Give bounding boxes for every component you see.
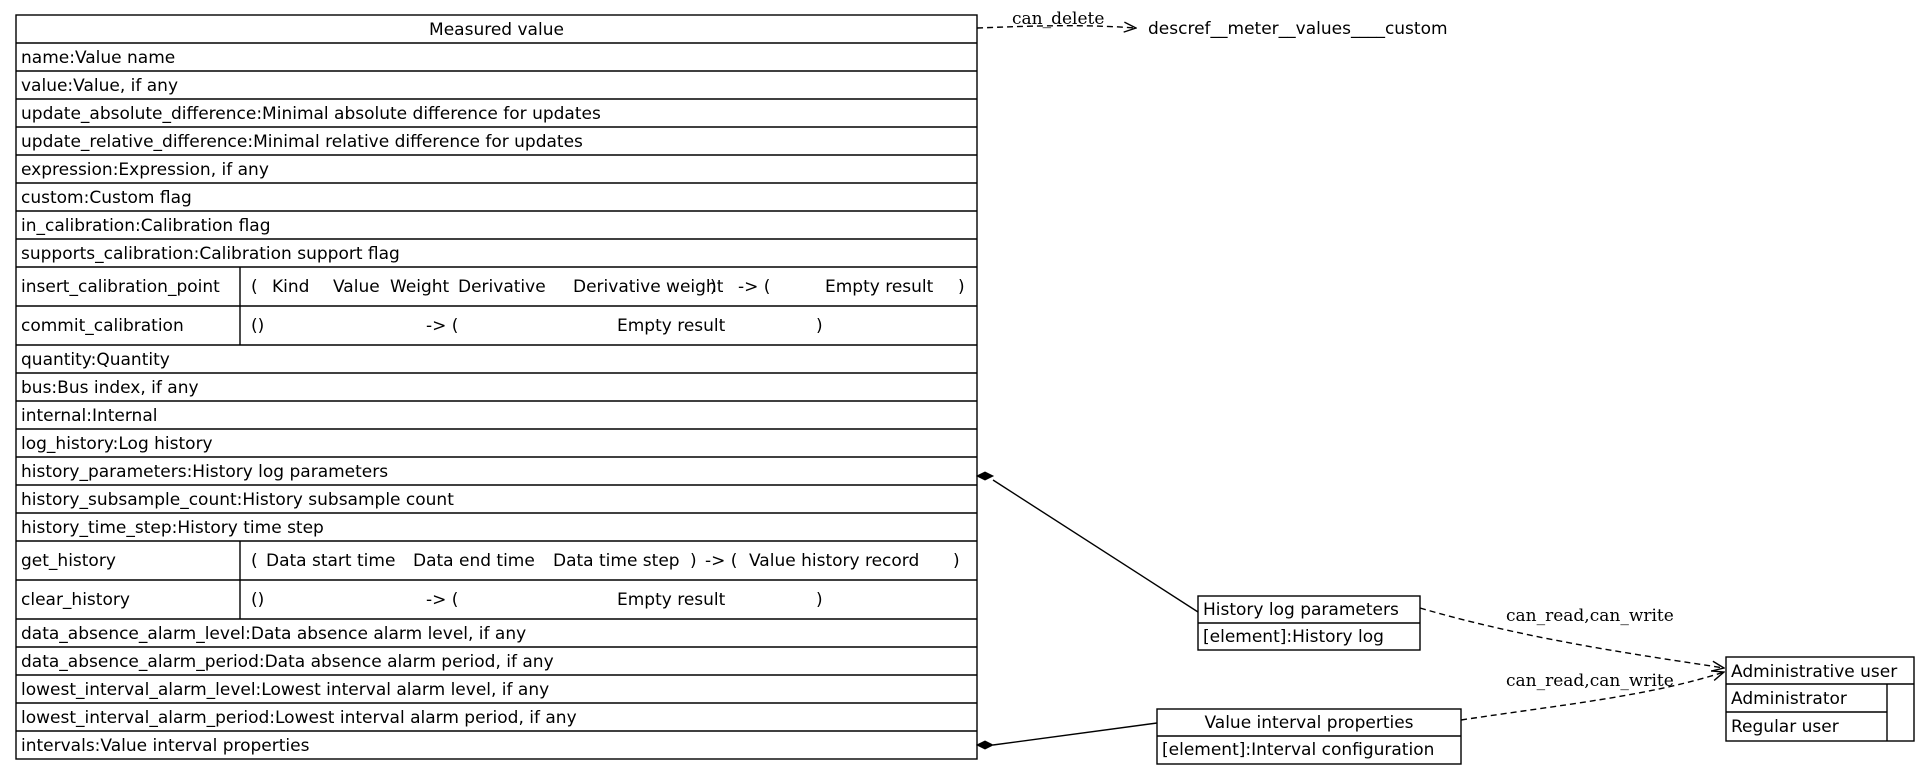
method-signature-cell: ) <box>958 277 965 297</box>
composition-diamond-icon <box>975 740 995 750</box>
attribute-row: custom:Custom flag <box>21 188 192 208</box>
value-interval-properties-class[interactable]: Value interval properties [element]:Inte… <box>1156 708 1462 765</box>
method-signature-cell: Derivative weight <box>573 277 724 297</box>
attribute-row: history_time_step:History time step <box>21 518 324 538</box>
value-interval-properties-row: [element]:Interval configuration <box>1162 740 1434 760</box>
attribute-row: history_subsample_count:History subsampl… <box>21 490 454 510</box>
attribute-row: update_relative_difference:Minimal relat… <box>21 132 583 152</box>
method-signature-cell: Empty result <box>825 277 934 297</box>
attribute-row: log_history:Log history <box>21 434 213 454</box>
method-signature-cell: -> ( <box>738 277 770 297</box>
method-signature-cell: ( <box>251 551 258 571</box>
method-signature-cell: Value <box>333 277 380 297</box>
history-log-parameters-class[interactable]: History log parameters [element]:History… <box>1197 595 1421 651</box>
method-signature-cell: Kind <box>272 277 309 297</box>
method-signature-cell: -> ( <box>426 316 458 336</box>
measured-value-class[interactable]: Measured value name:Value name value:Value… <box>15 14 978 760</box>
method-name: clear_history <box>21 590 130 610</box>
attribute-row: data_absence_alarm_level:Data absence al… <box>21 624 526 644</box>
method-signature-cell: Derivative <box>458 277 546 297</box>
administrative-user-row: Regular user <box>1731 717 1839 737</box>
method-signature-cell: -> ( <box>426 590 458 610</box>
method-signature-cell: ) <box>816 590 823 610</box>
attribute-row: lowest_interval_alarm_level:Lowest inter… <box>21 680 549 700</box>
method-signature-cell: ) <box>816 316 823 336</box>
attribute-row: data_absence_alarm_period:Data absence a… <box>21 652 554 672</box>
attribute-row: bus:Bus index, if any <box>21 378 199 398</box>
history-to-admin-edge: can_read,can_write <box>1419 606 1724 668</box>
attribute-row: name:Value name <box>21 48 175 68</box>
history-parameters-composition-edge <box>975 471 1199 613</box>
administrative-user-title: Administrative user <box>1731 662 1897 682</box>
value-interval-properties-title: Value interval properties <box>1204 713 1413 733</box>
attribute-row: value:Value, if any <box>21 76 178 96</box>
can-delete-label: can_delete <box>1012 9 1104 29</box>
method-signature-cell: Data start time <box>266 551 395 571</box>
method-signature-cell: Empty result <box>617 590 726 610</box>
measured-value-title: Measured value <box>429 20 564 40</box>
administrative-user-class[interactable]: Administrative user Administrator Regula… <box>1725 656 1915 742</box>
attribute-row: history_parameters:History log parameter… <box>21 462 388 482</box>
method-signature-cell: Weight <box>390 277 450 297</box>
administrative-user-row: Administrator <box>1731 689 1847 709</box>
can-delete-edge: can_delete <box>976 9 1136 29</box>
interval-to-admin-label: can_read,can_write <box>1506 671 1674 691</box>
attribute-row: update_absolute_difference:Minimal absol… <box>21 104 601 124</box>
method-signature-cell: () <box>251 590 264 610</box>
method-signature-cell: ( <box>251 277 258 297</box>
method-signature-cell: ) <box>710 277 717 297</box>
method-signature-cell: () <box>251 316 264 336</box>
descref-label: descref__meter__values____custom <box>1148 19 1448 39</box>
attribute-row: supports_calibration:Calibration support… <box>21 244 400 264</box>
interval-to-admin-edge: can_read,can_write <box>1460 671 1724 721</box>
method-signature-cell: Value history record <box>749 551 919 571</box>
method-signature-cell: -> ( <box>705 551 737 571</box>
method-signature-cell: Data end time <box>413 551 535 571</box>
method-name: insert_calibration_point <box>21 277 220 297</box>
attribute-row: intervals:Value interval properties <box>21 736 310 756</box>
attribute-row: internal:Internal <box>21 406 157 426</box>
composition-diamond-icon <box>975 471 995 481</box>
attribute-row: lowest_interval_alarm_period:Lowest inte… <box>21 708 577 728</box>
attribute-row: expression:Expression, if any <box>21 160 269 180</box>
method-name: commit_calibration <box>21 316 184 336</box>
method-name: get_history <box>21 551 116 571</box>
history-log-parameters-row: [element]:History log <box>1203 627 1384 647</box>
method-signature-cell: ) <box>953 551 960 571</box>
attribute-row: quantity:Quantity <box>21 350 170 370</box>
intervals-composition-edge <box>975 722 1158 750</box>
attribute-row: in_calibration:Calibration flag <box>21 216 271 236</box>
method-signature-cell: Empty result <box>617 316 726 336</box>
method-signature-cell: ) <box>690 551 697 571</box>
history-log-parameters-title: History log parameters <box>1203 600 1399 620</box>
history-to-admin-label: can_read,can_write <box>1506 606 1674 626</box>
method-signature-cell: Data time step <box>553 551 680 571</box>
